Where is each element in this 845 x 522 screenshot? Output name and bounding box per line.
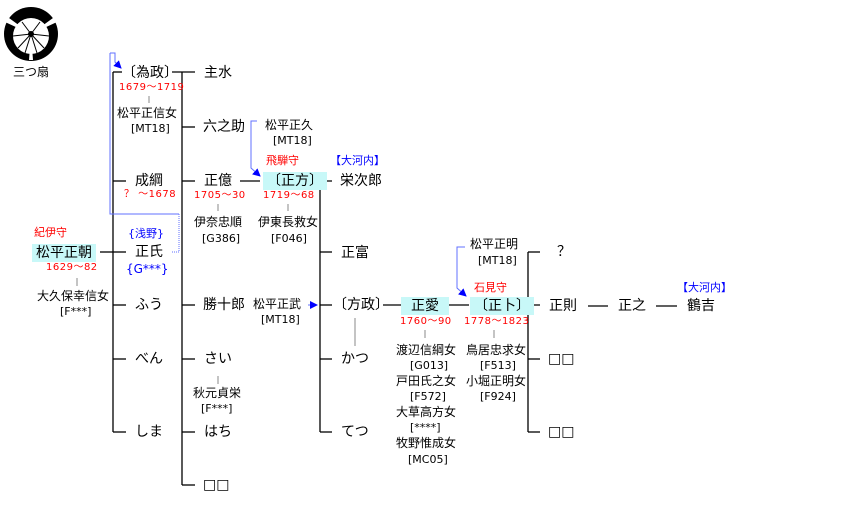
masakata-name[interactable]: 〔正方〕 xyxy=(263,172,327,190)
masanori-name[interactable]: 正則 xyxy=(549,298,577,314)
masachika-dates: 1760～90 xyxy=(400,316,452,327)
masakata-title: 飛騨守 xyxy=(266,154,299,167)
tamemasa-name[interactable]: 〔為政〕 xyxy=(122,65,178,81)
masaura-name[interactable]: 〔正卜〕 xyxy=(470,297,534,315)
eijiro-name[interactable]: 栄次郎 xyxy=(340,173,382,189)
masakata-dates: 1719～68 xyxy=(263,190,315,201)
masatomi-name[interactable]: 正富 xyxy=(341,245,369,261)
root-name[interactable]: 松平正朝 xyxy=(32,244,96,262)
unknown-child[interactable]: □□ xyxy=(548,424,575,440)
masakata-spouse-code: [F046] xyxy=(271,232,307,245)
root-spouse-code: [F***] xyxy=(60,305,92,318)
masachika-spouse-code: [F572] xyxy=(410,390,446,403)
masachika-spouse-code: [MC05] xyxy=(408,453,448,466)
masaura-spouse: 小堀正明女 xyxy=(466,374,527,388)
katsujuro-name[interactable]: 勝十郎 xyxy=(203,297,245,313)
masayuki-name[interactable]: 正之 xyxy=(618,298,646,314)
fuu-name[interactable]: ふう xyxy=(135,297,163,313)
root-title: 紀伊守 xyxy=(34,226,67,239)
crest-label: 三つ扇 xyxy=(13,65,50,79)
shima-name[interactable]: しま xyxy=(135,424,163,440)
masachika-spouse: 渡辺信綱女 xyxy=(396,343,457,357)
masachika-spouse: 牧野惟成女 xyxy=(396,436,457,450)
unknown-child[interactable]: □□ xyxy=(548,351,575,367)
masayasu-dates: 1705～30 xyxy=(194,190,246,201)
masachika-spouse: 大草高方女 xyxy=(396,405,457,419)
masaura-dates: 1778～1823 xyxy=(464,316,530,327)
masaura-spouse-code: [F924] xyxy=(480,390,516,403)
naritsuna-dates: ？ ～1678 xyxy=(124,189,177,200)
masauji-family-bottom: {G***} xyxy=(126,262,169,276)
tamemasa-spouse-code: [MT18] xyxy=(131,122,170,135)
ben-name[interactable]: べん xyxy=(135,351,163,367)
eijiro-family: 【大河内】 xyxy=(330,154,385,167)
sai-name[interactable]: さい xyxy=(204,351,232,367)
masachika-name[interactable]: 正愛 xyxy=(401,297,449,315)
rokunosuke-name[interactable]: 六之助 xyxy=(203,119,245,135)
mitsu-ougi-crest-icon xyxy=(4,7,58,61)
adopt1-name: 松平正久 xyxy=(265,118,314,132)
naritsuna-name[interactable]: 成綱 xyxy=(135,173,163,189)
katsu-name[interactable]: かつ xyxy=(341,351,369,367)
masaura-title: 石見守 xyxy=(474,281,507,294)
adopt1-code: [MT18] xyxy=(273,134,312,147)
masachika-spouse-code: [****] xyxy=(410,421,441,434)
masayasu-spouse: 伊奈忠順 xyxy=(194,215,243,229)
masaura-spouse-code: [F513] xyxy=(480,359,516,372)
tsurukichi-name[interactable]: 鶴吉 xyxy=(687,298,715,314)
masakata-spouse: 伊東長救女 xyxy=(258,215,319,229)
masayasu-name[interactable]: 正億 xyxy=(204,173,232,189)
tsurukichi-family: 【大河内】 xyxy=(677,281,732,294)
masayasu-spouse-code: [G386] xyxy=(202,232,241,245)
masauji-family-top: {浅野} xyxy=(128,227,164,240)
sai-spouse-code: [F***] xyxy=(201,402,233,415)
unknown-question-child[interactable]: ？ xyxy=(557,244,571,260)
masachika-spouse: 戸田氏之女 xyxy=(396,374,457,388)
root-dates: 1629～82 xyxy=(46,262,98,273)
adopt3-name: 松平正明 xyxy=(470,237,519,251)
hachi-name[interactable]: はち xyxy=(204,424,232,440)
root-spouse: 大久保幸信女 xyxy=(37,289,110,303)
masauji-name[interactable]: 正氏 xyxy=(135,244,163,260)
tamemasa-spouse: 松平正信女 xyxy=(117,106,178,120)
masachika-spouse-code: [G013] xyxy=(410,359,449,372)
sai-spouse: 秋元貞栄 xyxy=(193,386,242,400)
unknown-child[interactable]: □□ xyxy=(203,477,230,493)
tamemasa-dates: 1679～1719 xyxy=(119,82,185,93)
adopt3-code: [MT18] xyxy=(478,254,517,267)
katamasa-name[interactable]: 〔方政〕 xyxy=(333,297,389,313)
adopt2-code: [MT18] xyxy=(261,313,300,326)
adopt2-name: 松平正武 xyxy=(253,297,302,311)
masaura-spouse: 鳥居忠求女 xyxy=(466,343,527,357)
mondo-name[interactable]: 主水 xyxy=(204,65,232,81)
tetsu-name[interactable]: てつ xyxy=(341,424,369,440)
